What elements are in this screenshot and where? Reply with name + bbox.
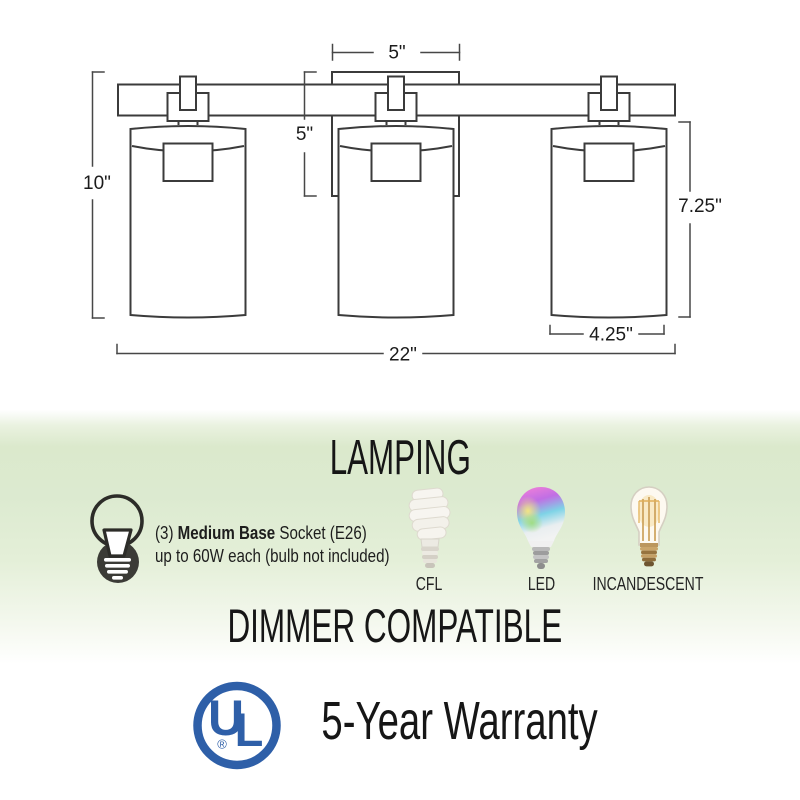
ul-letter-l: L <box>235 703 264 756</box>
socket-count: (3) <box>155 523 178 543</box>
bulb-label-cfl-text: CFL <box>415 574 443 594</box>
bulb-label-incandescent-text: INCANDESCENT <box>592 574 704 594</box>
dimension-shade-width <box>549 324 665 335</box>
glass-shade-left <box>129 125 247 319</box>
socket-spec: (3) Medium Base Socket (E26) up to 60W e… <box>155 522 390 568</box>
warranty-text: 5-Year Warranty <box>120 691 800 751</box>
lamping-title: LAMPING <box>0 431 800 485</box>
ul-letter-u: U <box>208 690 244 746</box>
dim-label-fixture-height: 10" <box>83 173 111 194</box>
socket-type-suffix: Socket (E26) <box>275 523 367 543</box>
glass-shade-right <box>550 125 668 319</box>
socket-holder-left <box>166 75 210 125</box>
bulb-label-incandescent: INCANDESCENT <box>558 574 738 595</box>
socket-spec-line2: up to 60W each (bulb not included) <box>155 546 390 566</box>
dimmer-compatible-title: DIMMER COMPATIBLE <box>0 601 790 651</box>
cfl-bulb-image <box>408 487 451 568</box>
dimmer-compatible-text: DIMMER COMPATIBLE <box>227 599 563 652</box>
light-bulb-icon <box>90 494 144 583</box>
bulb-label-led: LED <box>482 574 602 595</box>
dim-label-shade-width: 4.25" <box>589 325 633 346</box>
socket-holder-right <box>587 75 631 125</box>
socket-spec-line1: (3) Medium Base Socket (E26) <box>155 522 390 545</box>
led-bulb-image <box>515 487 565 569</box>
dim-label-backplate-width: 5" <box>388 43 405 64</box>
dimension-shade-height <box>678 121 691 318</box>
dim-label-fixture-width: 22" <box>389 345 417 366</box>
registered-mark: ® <box>217 737 227 752</box>
dim-label-shade-height: 7.25" <box>678 196 722 217</box>
warranty-label: 5-Year Warranty <box>321 691 599 751</box>
dimension-fixture-height <box>91 71 105 319</box>
dimension-diagram: 5" 5" 10" 7.25" 4.25" 22" <box>83 43 722 366</box>
lamping-title-text: LAMPING <box>329 431 471 485</box>
socket-holder-center <box>374 75 418 125</box>
socket-base-type: Medium Base <box>177 523 276 543</box>
glass-shade-center <box>337 125 455 319</box>
incandescent-bulb-image <box>630 486 668 567</box>
ul-certification-logo: U L ® <box>193 681 281 770</box>
bulb-label-cfl: CFL <box>369 574 489 595</box>
dimension-backplate-height <box>303 71 317 197</box>
bulb-label-led-text: LED <box>528 574 556 594</box>
dim-label-backplate-height: 5" <box>296 124 313 145</box>
dimension-fixture-width <box>116 343 676 355</box>
dimension-backplate-width <box>331 43 461 61</box>
